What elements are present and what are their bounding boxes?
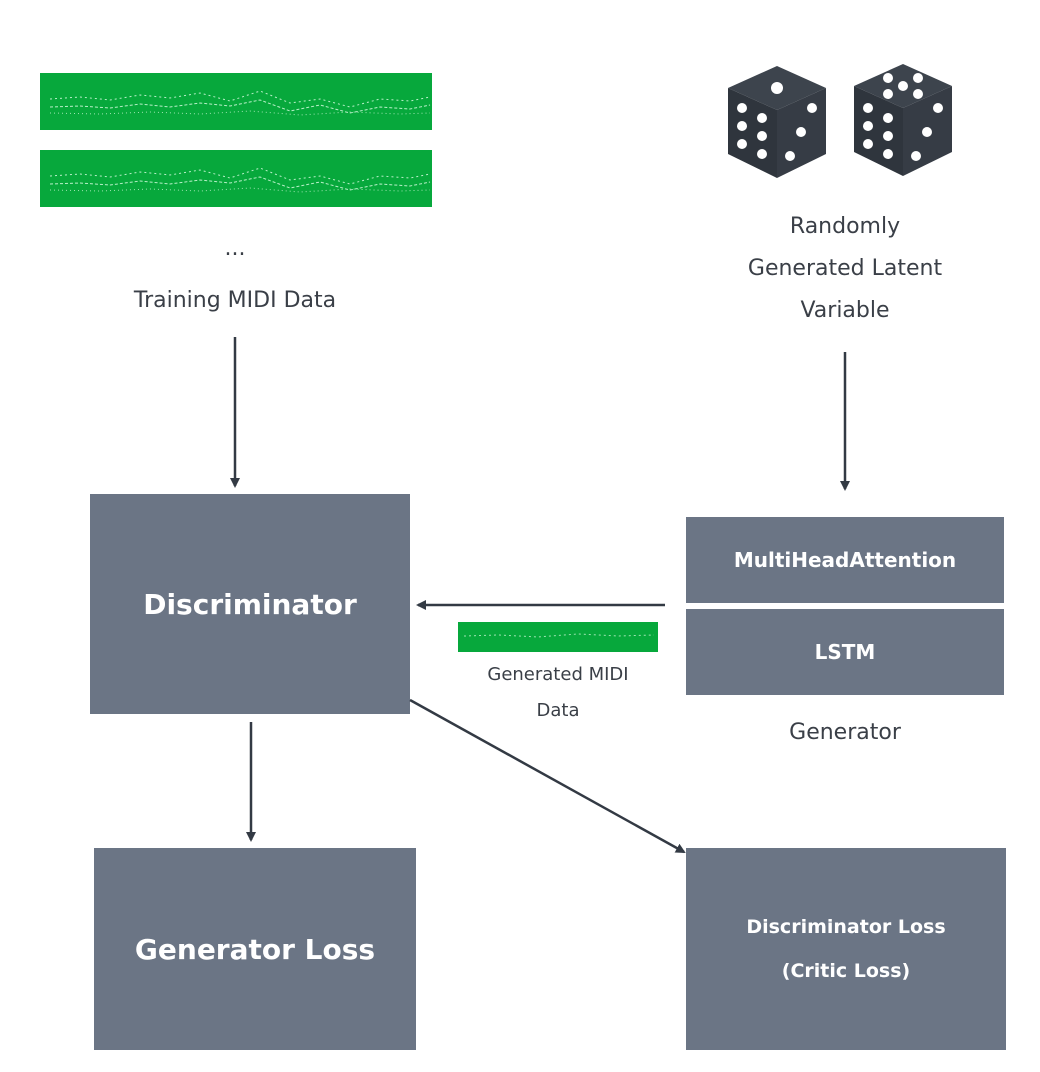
training-midi-strip-1	[40, 73, 432, 130]
discriminator-loss-label-line-2: (Critic Loss)	[781, 960, 911, 982]
discriminator-label: Discriminator	[143, 587, 357, 621]
generator-loss-label: Generator Loss	[134, 932, 376, 966]
midi-notes-graphic	[49, 167, 431, 193]
generator-layer-lstm: LSTM	[686, 609, 1004, 695]
generated-midi-strip	[458, 622, 658, 652]
midi-notes-graphic	[49, 90, 431, 116]
arrow-discriminator-to-discriminator-loss	[409, 698, 686, 854]
training-midi-label: Training MIDI Data	[133, 288, 337, 313]
multiheadattention-label: MultiHeadAttention	[733, 548, 957, 572]
discriminator-box: Discriminator	[90, 494, 410, 714]
generator-loss-box: Generator Loss	[94, 848, 416, 1050]
generator-label: Generator	[789, 720, 901, 745]
dice-icon	[848, 58, 958, 184]
training-ellipsis: ...	[224, 236, 246, 261]
generated-midi-label-line-1: Generated MIDI	[487, 664, 629, 685]
discriminator-loss-box: Discriminator Loss (Critic Loss)	[686, 848, 1006, 1050]
latent-variable-label-line-1: Randomly	[789, 214, 901, 239]
midi-notes-graphic	[463, 633, 655, 638]
discriminator-loss-label-line-1: Discriminator Loss	[746, 916, 946, 938]
lstm-label: LSTM	[814, 640, 876, 664]
generator-layer-multiheadattention: MultiHeadAttention	[686, 517, 1004, 603]
dice-icon	[722, 60, 832, 186]
generated-midi-label-line-2: Data	[536, 700, 580, 721]
latent-variable-label-line-3: Variable	[800, 298, 890, 323]
training-midi-strip-2	[40, 150, 432, 207]
latent-variable-label-line-2: Generated Latent	[747, 256, 943, 281]
